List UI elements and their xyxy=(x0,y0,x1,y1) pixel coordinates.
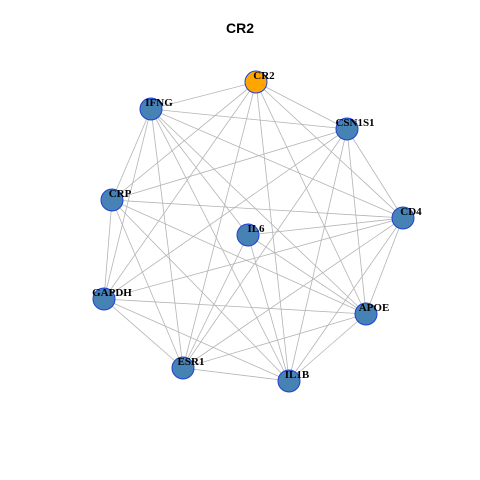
edge-ifng-crp xyxy=(111,108,152,201)
node-label-crp: CRP xyxy=(109,188,132,200)
node-label-gapdh: GAPDH xyxy=(92,287,132,299)
edge-cr2-apoe xyxy=(255,81,367,315)
edge-cr2-gapdh xyxy=(103,81,257,300)
node-label-csn1s1: CSN1S1 xyxy=(335,117,374,129)
edge-crp-gapdh xyxy=(103,199,113,300)
node-esr1: ESR1 xyxy=(171,356,205,380)
node-il6: IL6 xyxy=(236,223,265,247)
node-circle-ifng xyxy=(139,97,163,121)
edge-csn1s1-cd4 xyxy=(346,128,404,219)
node-circle-il6 xyxy=(236,223,260,247)
node-gapdh: GAPDH xyxy=(92,287,132,311)
edge-il6-il1b xyxy=(247,234,290,382)
edge-csn1s1-crp xyxy=(111,128,348,201)
edge-cd4-apoe xyxy=(365,217,404,315)
node-circle-gapdh xyxy=(92,287,116,311)
edge-gapdh-il1b xyxy=(103,298,290,382)
edge-apoe-esr1 xyxy=(182,313,367,369)
edge-csn1s1-apoe xyxy=(346,128,367,315)
node-circle-apoe xyxy=(354,302,378,326)
node-label-ifng: IFNG xyxy=(145,97,173,109)
edge-layer xyxy=(103,81,404,382)
edge-crp-apoe xyxy=(111,199,367,315)
node-circle-il1b xyxy=(277,369,301,393)
node-apoe: APOE xyxy=(354,302,390,326)
edge-cr2-ifng xyxy=(150,81,257,110)
edge-ifng-il6 xyxy=(150,108,249,236)
edge-csn1s1-il1b xyxy=(288,128,348,382)
node-label-il1b: IL1B xyxy=(285,369,310,381)
node-label-cd4: CD4 xyxy=(400,206,422,218)
edge-crp-il1b xyxy=(111,199,290,382)
node-cd4: CD4 xyxy=(391,206,422,230)
node-cr2: CR2 xyxy=(244,70,275,94)
edge-crp-esr1 xyxy=(111,199,184,369)
node-label-cr2: CR2 xyxy=(253,70,275,82)
edge-il6-apoe xyxy=(247,234,367,315)
node-label-esr1: ESR1 xyxy=(178,356,205,368)
edge-cr2-esr1 xyxy=(182,81,257,369)
node-circle-cr2 xyxy=(244,70,268,94)
edge-csn1s1-gapdh xyxy=(103,128,348,300)
edge-gapdh-esr1 xyxy=(103,298,184,369)
edge-ifng-gapdh xyxy=(103,108,152,300)
edge-cd4-il6 xyxy=(247,217,404,236)
edge-cr2-cd4 xyxy=(255,81,404,219)
node-crp: CRP xyxy=(100,188,132,212)
edge-cd4-esr1 xyxy=(182,217,404,369)
edge-il6-esr1 xyxy=(182,234,249,369)
edge-cd4-gapdh xyxy=(103,217,404,300)
edge-ifng-cd4 xyxy=(150,108,404,219)
edge-cr2-csn1s1 xyxy=(255,81,348,130)
node-ifng: IFNG xyxy=(139,97,173,121)
graph-title: CR2 xyxy=(225,20,254,36)
edge-gapdh-apoe xyxy=(103,298,367,315)
edge-crp-cd4 xyxy=(111,199,404,219)
node-il1b: IL1B xyxy=(277,369,310,393)
edge-ifng-csn1s1 xyxy=(150,108,348,130)
edge-cd4-il1b xyxy=(288,217,404,382)
node-label-apoe: APOE xyxy=(359,302,390,314)
node-circle-csn1s1 xyxy=(335,117,359,141)
edge-apoe-il1b xyxy=(288,313,367,382)
edge-csn1s1-esr1 xyxy=(182,128,348,369)
node-circle-crp xyxy=(100,188,124,212)
edge-esr1-il1b xyxy=(182,367,290,382)
node-label-il6: IL6 xyxy=(247,223,265,235)
node-circle-esr1 xyxy=(171,356,195,380)
edge-ifng-esr1 xyxy=(150,108,184,369)
node-csn1s1: CSN1S1 xyxy=(335,117,375,141)
node-circle-cd4 xyxy=(391,206,415,230)
edge-ifng-il1b xyxy=(150,108,290,382)
edge-cr2-il1b xyxy=(255,81,290,382)
edge-ifng-apoe xyxy=(150,108,367,315)
